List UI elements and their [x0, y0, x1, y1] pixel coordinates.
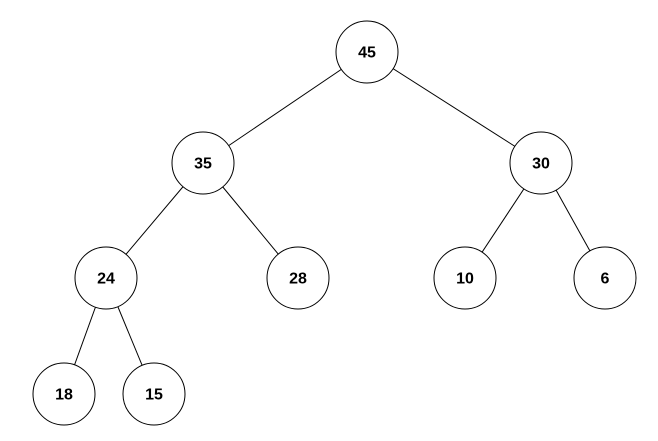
edge-45-30 [366, 51, 542, 164]
node-circle [122, 362, 186, 426]
node-label: 18 [55, 387, 73, 404]
node-circle [573, 246, 637, 310]
node-label: 28 [289, 271, 307, 288]
tree-node: 6 [573, 246, 637, 310]
node-label: 24 [97, 271, 115, 288]
node-label: 30 [532, 156, 550, 173]
edge-45-35 [202, 51, 368, 164]
tree-node: 35 [171, 131, 235, 195]
tree-node: 30 [509, 131, 573, 195]
tree-nodes: 45 35 30 24 28 10 6 18 [32, 20, 637, 426]
node-label: 10 [456, 271, 474, 288]
node-label: 15 [145, 387, 163, 404]
node-circle [433, 246, 497, 310]
node-circle [509, 131, 573, 195]
node-label: 35 [194, 156, 212, 173]
node-label: 45 [358, 45, 376, 62]
tree-node: 24 [74, 246, 138, 310]
tree-node: 45 [335, 20, 399, 84]
tree-node: 15 [122, 362, 186, 426]
node-circle [32, 362, 96, 426]
tree-node: 18 [32, 362, 96, 426]
node-circle [335, 20, 399, 84]
node-label: 6 [601, 271, 610, 288]
node-circle [171, 131, 235, 195]
tree-edges [63, 51, 606, 395]
tree-node: 10 [433, 246, 497, 310]
node-circle [74, 246, 138, 310]
node-circle [266, 246, 330, 310]
tree-node: 28 [266, 246, 330, 310]
